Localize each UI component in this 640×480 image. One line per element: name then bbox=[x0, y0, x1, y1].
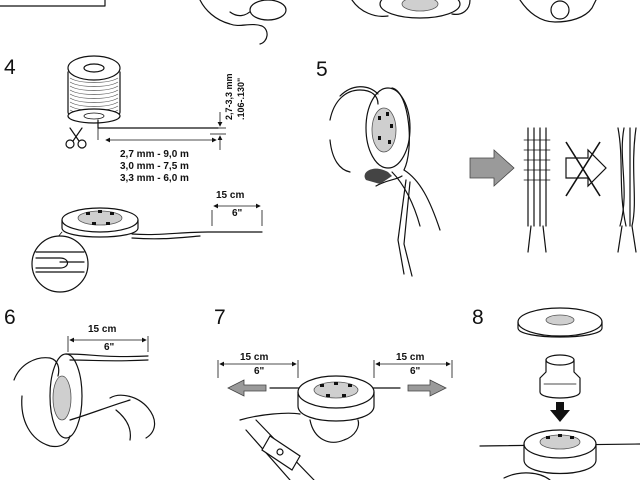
arrow-right-icon bbox=[469, 149, 515, 187]
spool-in-hand bbox=[365, 87, 411, 171]
step-4-panel: 4 bbox=[4, 55, 263, 293]
right-cut-cm: 15 cm bbox=[396, 352, 424, 363]
step-number: 7 bbox=[214, 306, 226, 329]
step-number: 4 bbox=[4, 56, 16, 79]
shaft-guard bbox=[239, 412, 315, 480]
cut-length-cm: 15 cm bbox=[88, 324, 116, 335]
step-7-panel: 7 15 cm 6" 15 cm 6" bbox=[214, 306, 453, 480]
line-spool bbox=[67, 55, 121, 124]
rotate-arrow-icon bbox=[364, 168, 403, 187]
trimmer-head bbox=[479, 429, 640, 480]
left-cut-cm: 15 cm bbox=[240, 352, 268, 363]
diameter-inch-label: .106-.130" bbox=[236, 78, 246, 120]
cut-length-in: 6" bbox=[104, 342, 115, 353]
detail-magnifier bbox=[31, 235, 89, 293]
step-number: 5 bbox=[316, 58, 328, 81]
length-spec-2: 3,0 mm - 7,5 m bbox=[120, 161, 189, 172]
wrong-winding bbox=[617, 127, 637, 253]
length-spec-1: 2,7 mm - 9,0 m bbox=[120, 149, 189, 160]
trimmer-spool bbox=[61, 207, 139, 238]
scissors-icon bbox=[65, 127, 87, 149]
cut-length-in: 6" bbox=[232, 208, 243, 219]
step-number: 6 bbox=[4, 306, 16, 329]
step-5-panel: 5 bbox=[316, 58, 637, 277]
diameter-mm-label: 2,7-3,3 mm bbox=[224, 73, 234, 120]
pull-right-arrow-icon bbox=[407, 379, 447, 397]
pull-left-arrow-icon bbox=[227, 379, 267, 397]
left-cut-in: 6" bbox=[254, 366, 265, 377]
step-number: 8 bbox=[472, 306, 484, 329]
right-cut-in: 6" bbox=[410, 366, 421, 377]
trimmer-head bbox=[269, 375, 401, 443]
spool-core bbox=[539, 354, 581, 399]
arrow-down-icon bbox=[550, 402, 570, 422]
step-6-panel: 6 15 cm 6" bbox=[4, 306, 156, 448]
cut-length-cm: 15 cm bbox=[216, 190, 244, 201]
length-spec-3: 3,3 mm - 6,0 m bbox=[120, 173, 189, 184]
cross-out-icon bbox=[565, 141, 607, 197]
step-8-panel: 8 bbox=[472, 306, 640, 480]
top-strip-panels bbox=[0, 0, 597, 45]
cover-disc bbox=[517, 307, 603, 338]
correct-winding bbox=[523, 127, 551, 253]
spool-in-hand bbox=[49, 353, 149, 439]
